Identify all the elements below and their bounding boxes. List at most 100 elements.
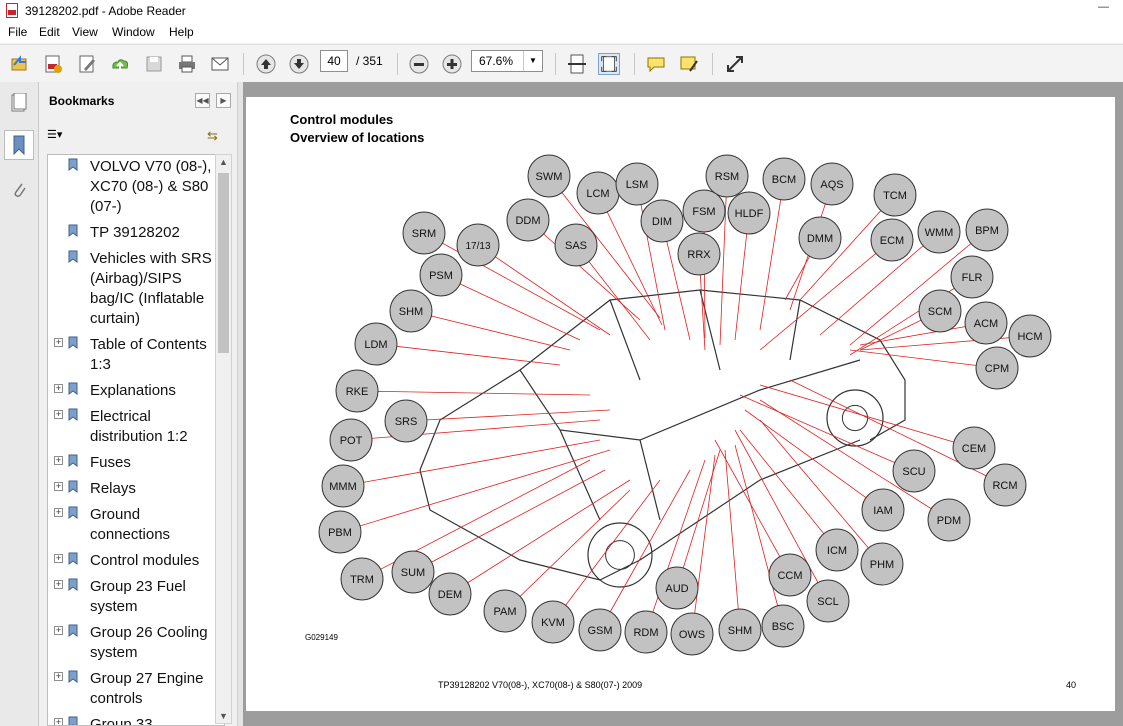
menu-edit[interactable]: Edit bbox=[39, 25, 60, 39]
module-label: HCM bbox=[1017, 331, 1042, 343]
leader-line bbox=[719, 175, 728, 346]
module-circle bbox=[798, 216, 842, 260]
upload-cloud-icon[interactable] bbox=[109, 53, 131, 75]
module-circle bbox=[810, 162, 854, 206]
expand-bookmark-icon[interactable]: ⇆ bbox=[207, 128, 218, 143]
module-circle bbox=[340, 557, 384, 601]
module-label: PHM bbox=[870, 559, 894, 571]
previous-page-icon[interactable] bbox=[255, 53, 277, 75]
attachments-icon[interactable] bbox=[4, 174, 34, 204]
highlight-icon[interactable] bbox=[678, 53, 700, 75]
expand-icon[interactable]: + bbox=[54, 579, 63, 589]
panel-splitter[interactable] bbox=[237, 82, 244, 726]
expand-icon[interactable]: + bbox=[54, 507, 63, 517]
bookmarks-icon[interactable] bbox=[4, 130, 34, 160]
bookmark-label[interactable]: Vehicles with SRS (Airbag)/SIPS bag/IC (… bbox=[90, 250, 212, 327]
bookmark-icon bbox=[68, 480, 78, 493]
module-circle bbox=[1008, 314, 1052, 358]
leader-line bbox=[759, 239, 893, 351]
bookmark-label[interactable]: Control modules bbox=[90, 552, 200, 569]
module-circle bbox=[917, 210, 961, 254]
collapse-panel-icon[interactable]: ◀◀ bbox=[195, 93, 210, 108]
bookmark-label[interactable]: Ground connections bbox=[90, 506, 171, 543]
create-pdf-icon[interactable] bbox=[42, 53, 64, 75]
window-controls[interactable]: — bbox=[1098, 1, 1113, 13]
expand-icon[interactable]: + bbox=[54, 717, 63, 726]
wheel-outline bbox=[587, 522, 653, 588]
bookmark-label[interactable]: Group 27 Engine controls bbox=[90, 670, 204, 707]
window-title: 39128202.pdf - Adobe Reader bbox=[25, 4, 186, 18]
module-circle bbox=[640, 199, 684, 243]
page-number-input[interactable]: 40 bbox=[320, 50, 348, 72]
leader-line bbox=[849, 349, 998, 369]
leader-line bbox=[714, 439, 791, 576]
module-label: PSM bbox=[429, 270, 453, 282]
comment-icon[interactable] bbox=[645, 53, 667, 75]
bookmark-icon bbox=[68, 624, 78, 637]
expand-icon[interactable]: + bbox=[54, 481, 63, 491]
bookmark-label[interactable]: Table of Contents 1:3 bbox=[90, 336, 207, 373]
module-label: OWS bbox=[679, 629, 705, 641]
expand-icon[interactable]: + bbox=[54, 337, 63, 347]
page-thumbnails-icon[interactable] bbox=[4, 88, 34, 118]
expand-fullscreen-icon[interactable] bbox=[724, 53, 746, 75]
next-page-icon[interactable] bbox=[288, 53, 310, 75]
open-icon[interactable] bbox=[9, 53, 31, 75]
module-label: SWM bbox=[536, 171, 563, 183]
bookmark-label[interactable]: Explanations bbox=[90, 382, 176, 399]
module-circle bbox=[531, 600, 575, 644]
fit-page-width-icon[interactable] bbox=[566, 53, 588, 75]
expand-icon[interactable]: + bbox=[54, 671, 63, 681]
edit-icon[interactable] bbox=[76, 53, 98, 75]
module-circle bbox=[389, 289, 433, 333]
expand-icon[interactable]: + bbox=[54, 383, 63, 393]
bookmark-label[interactable]: Group 26 Cooling system bbox=[90, 624, 208, 661]
module-circle bbox=[727, 191, 771, 235]
module-circle bbox=[677, 232, 721, 276]
expand-icon[interactable]: + bbox=[54, 455, 63, 465]
module-circle bbox=[682, 189, 726, 233]
expand-icon[interactable]: + bbox=[54, 409, 63, 419]
toolbar bbox=[0, 44, 1123, 83]
module-label: LCM bbox=[586, 188, 609, 200]
fit-window-icon[interactable] bbox=[598, 53, 620, 75]
menu-file[interactable]: File bbox=[8, 25, 28, 39]
module-circle bbox=[952, 426, 996, 470]
bookmark-label[interactable]: Fuses bbox=[90, 454, 131, 471]
bookmark-label[interactable]: VOLVO V70 (08-), XC70 (08-) & S80 (07-) bbox=[90, 158, 212, 215]
module-label: LSM bbox=[626, 179, 649, 191]
expand-icon[interactable]: + bbox=[54, 625, 63, 635]
bookmark-label[interactable]: Relays bbox=[90, 480, 136, 497]
bookmark-scrollbar[interactable]: ▲ ▼ bbox=[215, 154, 232, 724]
print-icon[interactable] bbox=[176, 53, 198, 75]
hide-panel-icon[interactable]: ▶ bbox=[216, 93, 231, 108]
email-icon[interactable] bbox=[209, 53, 231, 75]
zoom-out-icon[interactable] bbox=[408, 53, 430, 75]
leader-line bbox=[412, 469, 606, 573]
navigation-pane-strip bbox=[0, 82, 39, 726]
bookmark-icon bbox=[68, 336, 78, 349]
module-label: CPM bbox=[985, 363, 1009, 375]
expand-icon[interactable]: + bbox=[54, 553, 63, 563]
menu-view[interactable]: View bbox=[72, 25, 98, 39]
zoom-select[interactable]: 67.6%▼ bbox=[471, 50, 543, 72]
bookmark-label[interactable]: Group 33 bbox=[90, 716, 153, 726]
bookmark-label[interactable]: Group 23 Fuel system bbox=[90, 578, 186, 615]
save-icon[interactable] bbox=[143, 53, 165, 75]
zoom-in-icon[interactable] bbox=[441, 53, 463, 75]
bookmark-tree: VOLVO V70 (08-), XC70 (08-) & S80 (07-) T… bbox=[47, 154, 225, 726]
module-circle bbox=[384, 399, 428, 443]
bookmark-options-icon[interactable]: ☰▾ bbox=[47, 129, 63, 141]
scroll-down-icon[interactable]: ▼ bbox=[219, 711, 228, 721]
menu-window[interactable]: Window bbox=[112, 25, 155, 39]
chevron-down-icon[interactable]: ▼ bbox=[523, 51, 542, 71]
bookmark-label[interactable]: Electrical distribution 1:2 bbox=[90, 408, 188, 445]
bookmark-label[interactable]: TP 39128202 bbox=[90, 224, 180, 241]
scroll-thumb[interactable] bbox=[218, 173, 229, 353]
scroll-up-icon[interactable]: ▲ bbox=[219, 157, 228, 167]
menu-help[interactable]: Help bbox=[169, 25, 194, 39]
module-circle bbox=[918, 289, 962, 333]
module-circle bbox=[624, 610, 668, 654]
leader-line bbox=[636, 183, 666, 331]
